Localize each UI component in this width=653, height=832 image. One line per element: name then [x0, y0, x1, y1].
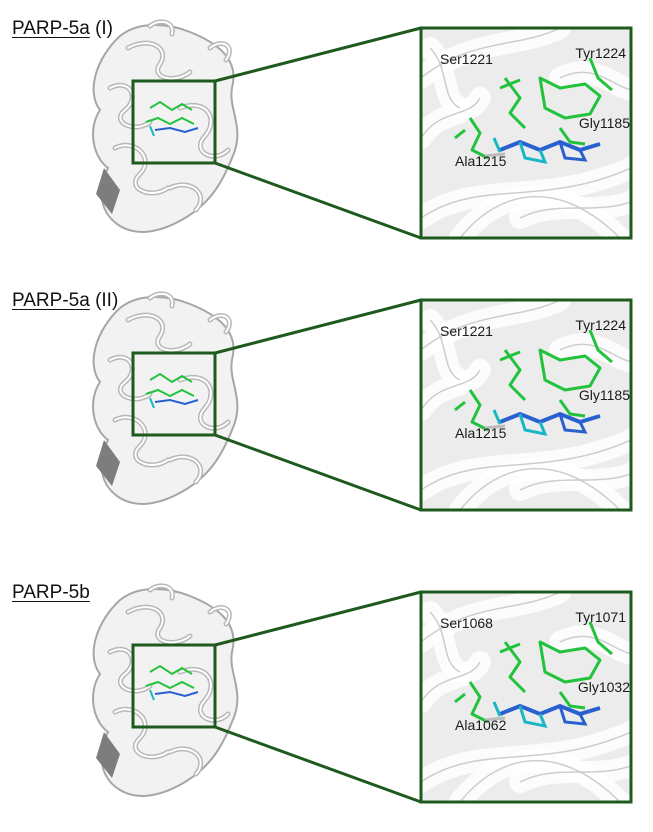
residue-label: Tyr1224 [575, 45, 626, 61]
protein-overview [92, 583, 239, 797]
residue-label: Gly1032 [578, 679, 630, 695]
zoom-frame [419, 590, 633, 804]
residue-label: Ala1215 [455, 425, 507, 441]
residue-label: Gly1185 [579, 387, 630, 403]
zoom-line [214, 725, 422, 804]
residue-label: Tyr1224 [575, 317, 626, 333]
panel-title-suffix: (II) [89, 290, 119, 311]
residue-label: Ser1068 [440, 615, 493, 631]
inset-box [131, 351, 217, 437]
panel-title-suffix: (I) [89, 18, 114, 39]
inset-box [131, 79, 217, 165]
residue-label: Ser1221 [440, 323, 493, 339]
residue-label: Tyr1071 [575, 609, 626, 625]
zoom-frame [419, 26, 633, 240]
panel-title: PARP-5b [12, 582, 90, 604]
residue-label: Ala1215 [455, 153, 507, 169]
zoom-frame [419, 298, 633, 512]
zoom-line [214, 26, 422, 83]
residue-label: Ala1062 [455, 717, 507, 733]
zoom-line [214, 161, 422, 240]
zoomed-binding-site [421, 28, 631, 238]
panel-title-main: PARP-5a [12, 18, 90, 39]
residue-label: Ser1221 [440, 51, 493, 67]
panel-title-main: PARP-5b [12, 582, 90, 603]
zoomed-binding-site [421, 300, 631, 510]
zoom-line [214, 590, 422, 647]
residue-label: Gly1185 [579, 115, 630, 131]
zoom-line [214, 433, 422, 512]
panel-title: PARP-5a (II) [12, 290, 118, 312]
zoom-line [214, 298, 422, 355]
inset-box [131, 643, 217, 729]
panel-title: PARP-5a (I) [12, 18, 113, 40]
zoomed-binding-site [421, 592, 631, 802]
panel-title-main: PARP-5a [12, 290, 90, 311]
